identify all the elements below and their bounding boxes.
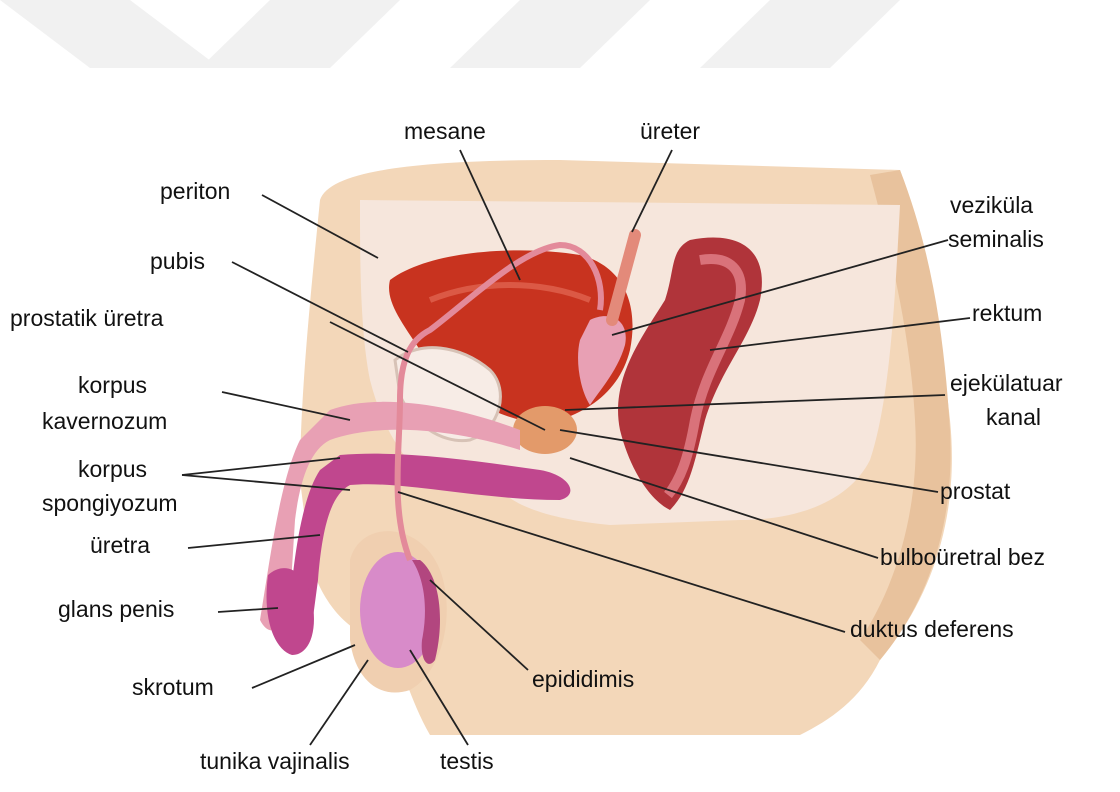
label-kavernozum-1: korpus (78, 372, 147, 398)
leader-skrotum (252, 645, 355, 688)
label-periton: periton (160, 178, 230, 204)
label-prostatik-uretra: prostatik üretra (10, 305, 163, 331)
label-ejekulatuar-2: kanal (986, 404, 1041, 430)
watermark-pattern (0, 0, 900, 68)
label-spongiyozum-1: korpus (78, 456, 147, 482)
label-prostat: prostat (940, 478, 1010, 504)
label-ejekulatuar-1: ejekülatuar (950, 370, 1063, 396)
label-epididimis: epididimis (532, 666, 634, 692)
label-mesane: mesane (404, 118, 486, 144)
leader-tunika (310, 660, 368, 745)
label-pubis: pubis (150, 248, 205, 274)
label-ureter: üreter (640, 118, 700, 144)
label-bulbouretral: bulboüretral bez (880, 544, 1045, 570)
label-tunika-vajinalis: tunika vajinalis (200, 748, 350, 774)
label-duktus-deferens: duktus deferens (850, 616, 1014, 642)
label-testis: testis (440, 748, 494, 774)
label-uretra: üretra (90, 532, 150, 558)
label-skrotum: skrotum (132, 674, 214, 700)
label-spongiyozum-2: spongiyozum (42, 490, 178, 516)
label-vezikula-1: veziküla (950, 192, 1033, 218)
label-vezikula-2: seminalis (948, 226, 1044, 252)
label-kavernozum-2: kavernozum (42, 408, 167, 434)
label-rektum: rektum (972, 300, 1042, 326)
label-glans-penis: glans penis (58, 596, 174, 622)
